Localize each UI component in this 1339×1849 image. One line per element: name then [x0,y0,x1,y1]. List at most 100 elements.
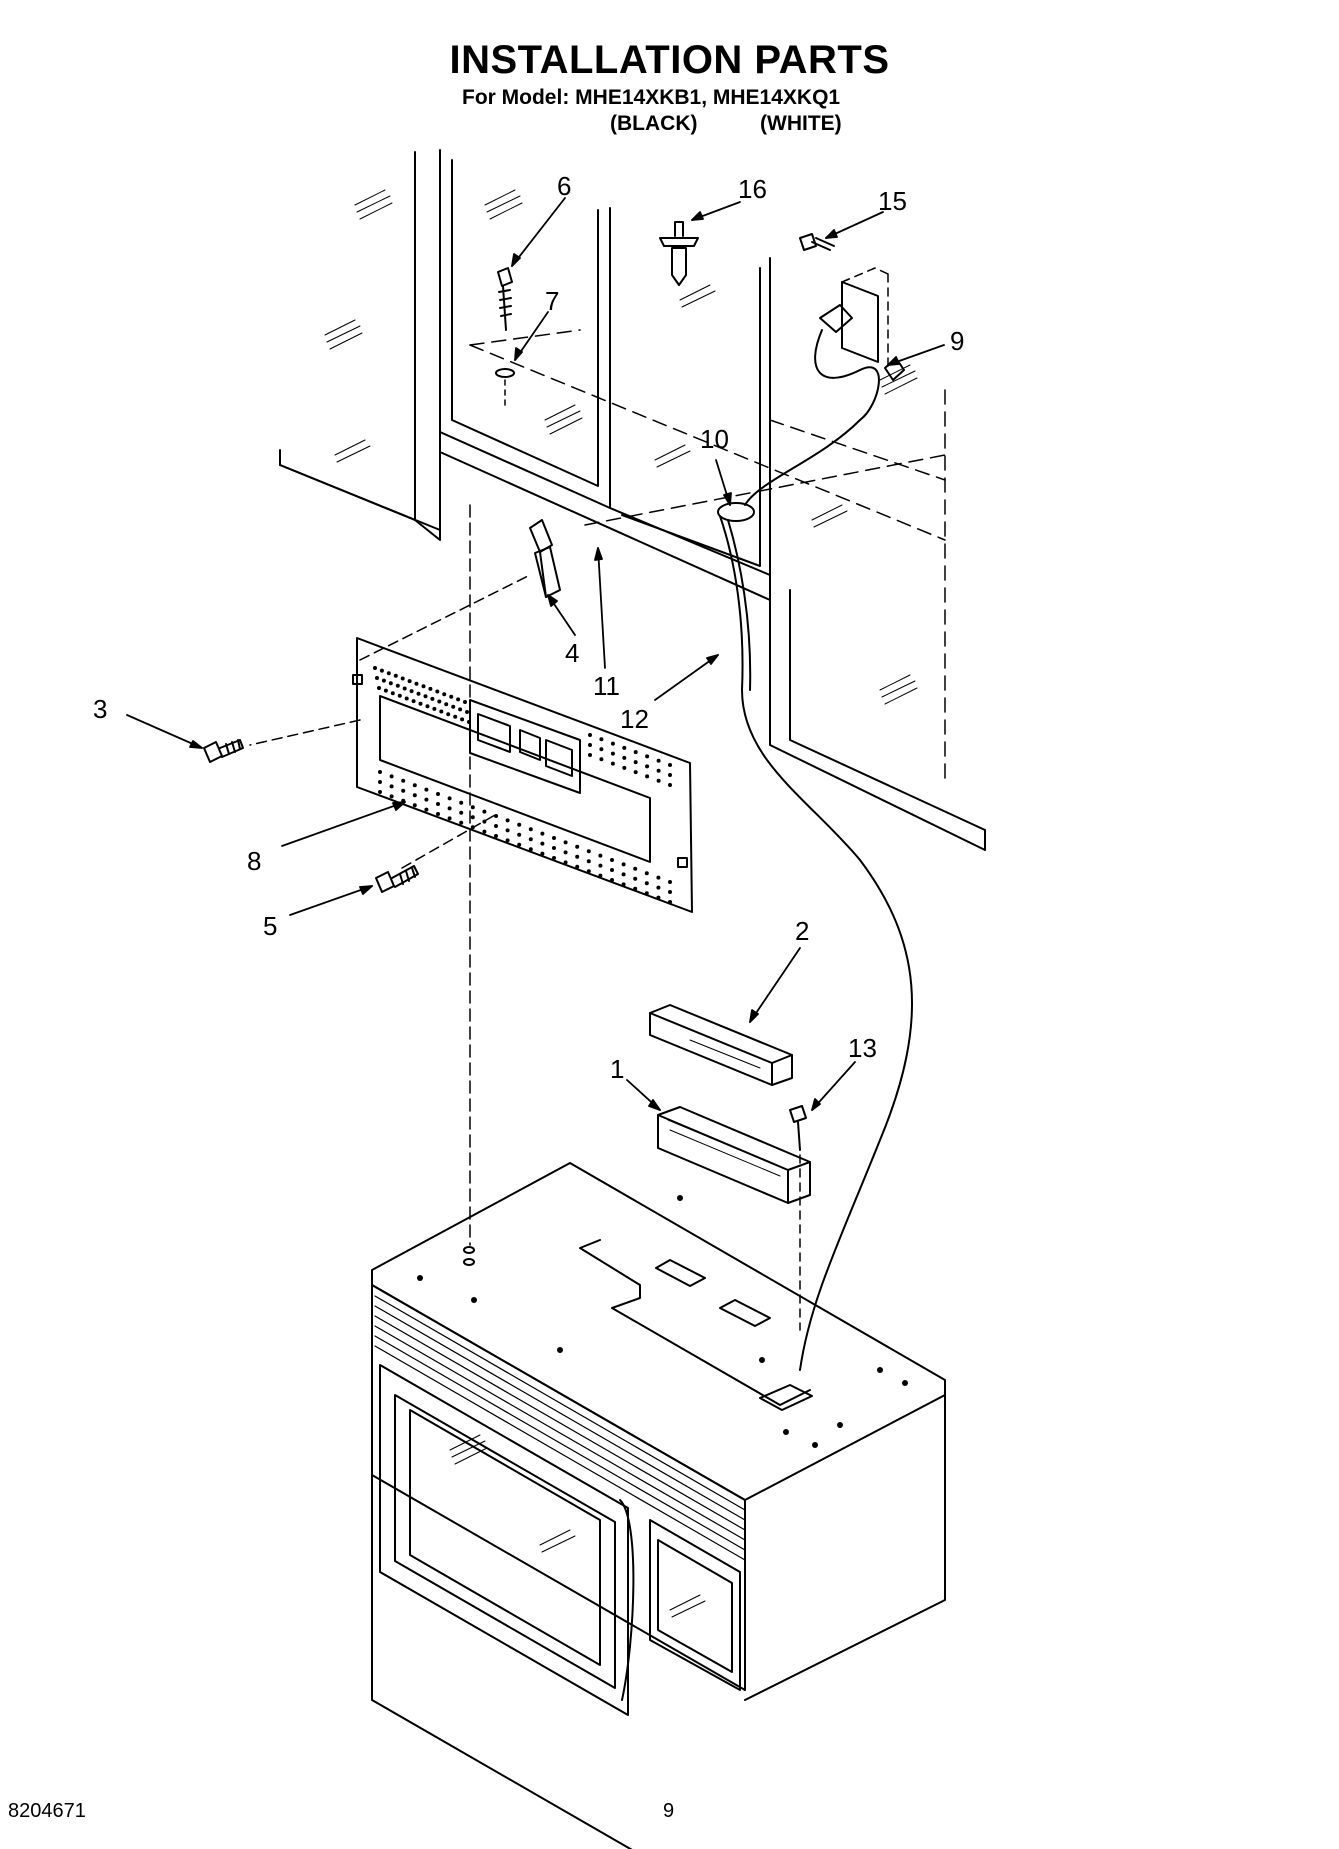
plate-hole [389,774,394,779]
plate-hole [373,666,377,670]
plate-hole [656,885,661,890]
plate-hole [453,714,458,719]
plate-hole [517,822,522,827]
plate-hole [381,678,386,683]
callout-10: 10 [700,424,729,454]
plate-hole [416,691,421,696]
part-8-mounting-plate [352,637,693,913]
plate-hole [656,758,661,763]
callout-13: 13 [848,1033,877,1063]
plate-hole [465,710,469,714]
plate-hole [599,747,604,752]
plate-hole [645,764,650,769]
plate-hole [668,783,672,787]
plate-hole [575,844,580,849]
plate-hole [586,859,591,864]
variant-white-label: (WHITE) [760,112,842,135]
plate-hole [656,778,661,783]
plate-hole [633,866,638,871]
plate-hole [599,757,604,762]
plate-hole [575,854,580,859]
plate-hole [668,773,672,777]
plate-hole [622,745,627,750]
model-prefix: For Model: [462,86,570,109]
part-7-washer [495,368,515,406]
plate-hole [404,696,409,701]
plate-hole [528,847,533,852]
plate-hole [588,743,592,747]
plate-hole [425,704,430,709]
plate-hole [378,770,382,774]
plate-hole [432,706,437,711]
page-number: 9 [663,1800,675,1822]
plate-hole [401,788,406,793]
plate-hole [411,699,416,704]
plate-hole [378,780,382,784]
plate-hole [412,783,417,788]
part-4-bracket [529,519,561,598]
plate-hole [459,820,464,825]
plate-hole [423,694,428,699]
plate-hole [383,688,388,693]
plate-hole [528,827,533,832]
callout-1: 1 [610,1054,624,1084]
plate-hole [668,890,672,894]
glass-hatching [324,189,918,705]
plate-hole [575,864,580,869]
plate-hole [610,751,615,756]
callout-numbers: 6 7 16 15 9 10 4 11 12 3 8 5 2 1 13 [93,171,964,1084]
plate-hole [668,763,672,767]
plate-hole [517,842,522,847]
plate-hole [389,784,394,789]
part-13-screw [789,1105,807,1331]
plate-hole [644,871,649,876]
document-number: 8204671 [8,1800,86,1822]
plate-hole [437,699,442,704]
plate-hole [588,753,592,757]
plate-hole [430,696,435,701]
plate-hole [644,891,649,896]
plate-hole [412,793,417,798]
plate-hole [409,689,414,694]
plate-hole [645,774,650,779]
plate-hole [633,876,638,881]
plate-hole [412,803,417,808]
plate-hole [586,849,591,854]
callout-5: 5 [263,911,277,941]
plate-hole [598,853,603,858]
variant-black-label: (BLACK) [610,112,698,135]
plate-hole [505,828,510,833]
part-1-tray [657,1106,811,1204]
plate-hole [586,869,591,874]
plate-hole [610,858,614,862]
plate-hole [458,707,463,712]
part-3-screw [203,739,244,763]
plate-hole [424,807,429,812]
plate-hole [494,834,498,838]
plate-hole [552,846,556,850]
plate-hole [505,838,510,843]
model-line: For Model: MHE14XKB1, MHE14XKQ1 [462,86,840,110]
plate-hole [436,812,440,816]
plate-hole [668,880,672,884]
plate-hole [644,881,649,886]
plate-hole [414,681,419,686]
plate-hole [435,689,440,694]
plate-hole [621,862,626,867]
plate-hole [424,797,429,802]
plate-hole [505,818,510,823]
plate-hole [528,837,533,842]
plate-hole [633,760,638,765]
plate-hole [386,671,391,676]
callout-2: 2 [795,916,809,946]
plate-hole [439,709,444,714]
plate-hole [456,697,461,702]
plate-hole [552,856,556,860]
plate-hole [400,676,405,681]
callout-4: 4 [565,638,579,668]
callout-15: 15 [878,186,907,216]
plate-hole [447,806,452,811]
plate-hole [482,809,487,814]
plate-hole [389,794,394,799]
plate-hole [401,778,406,783]
